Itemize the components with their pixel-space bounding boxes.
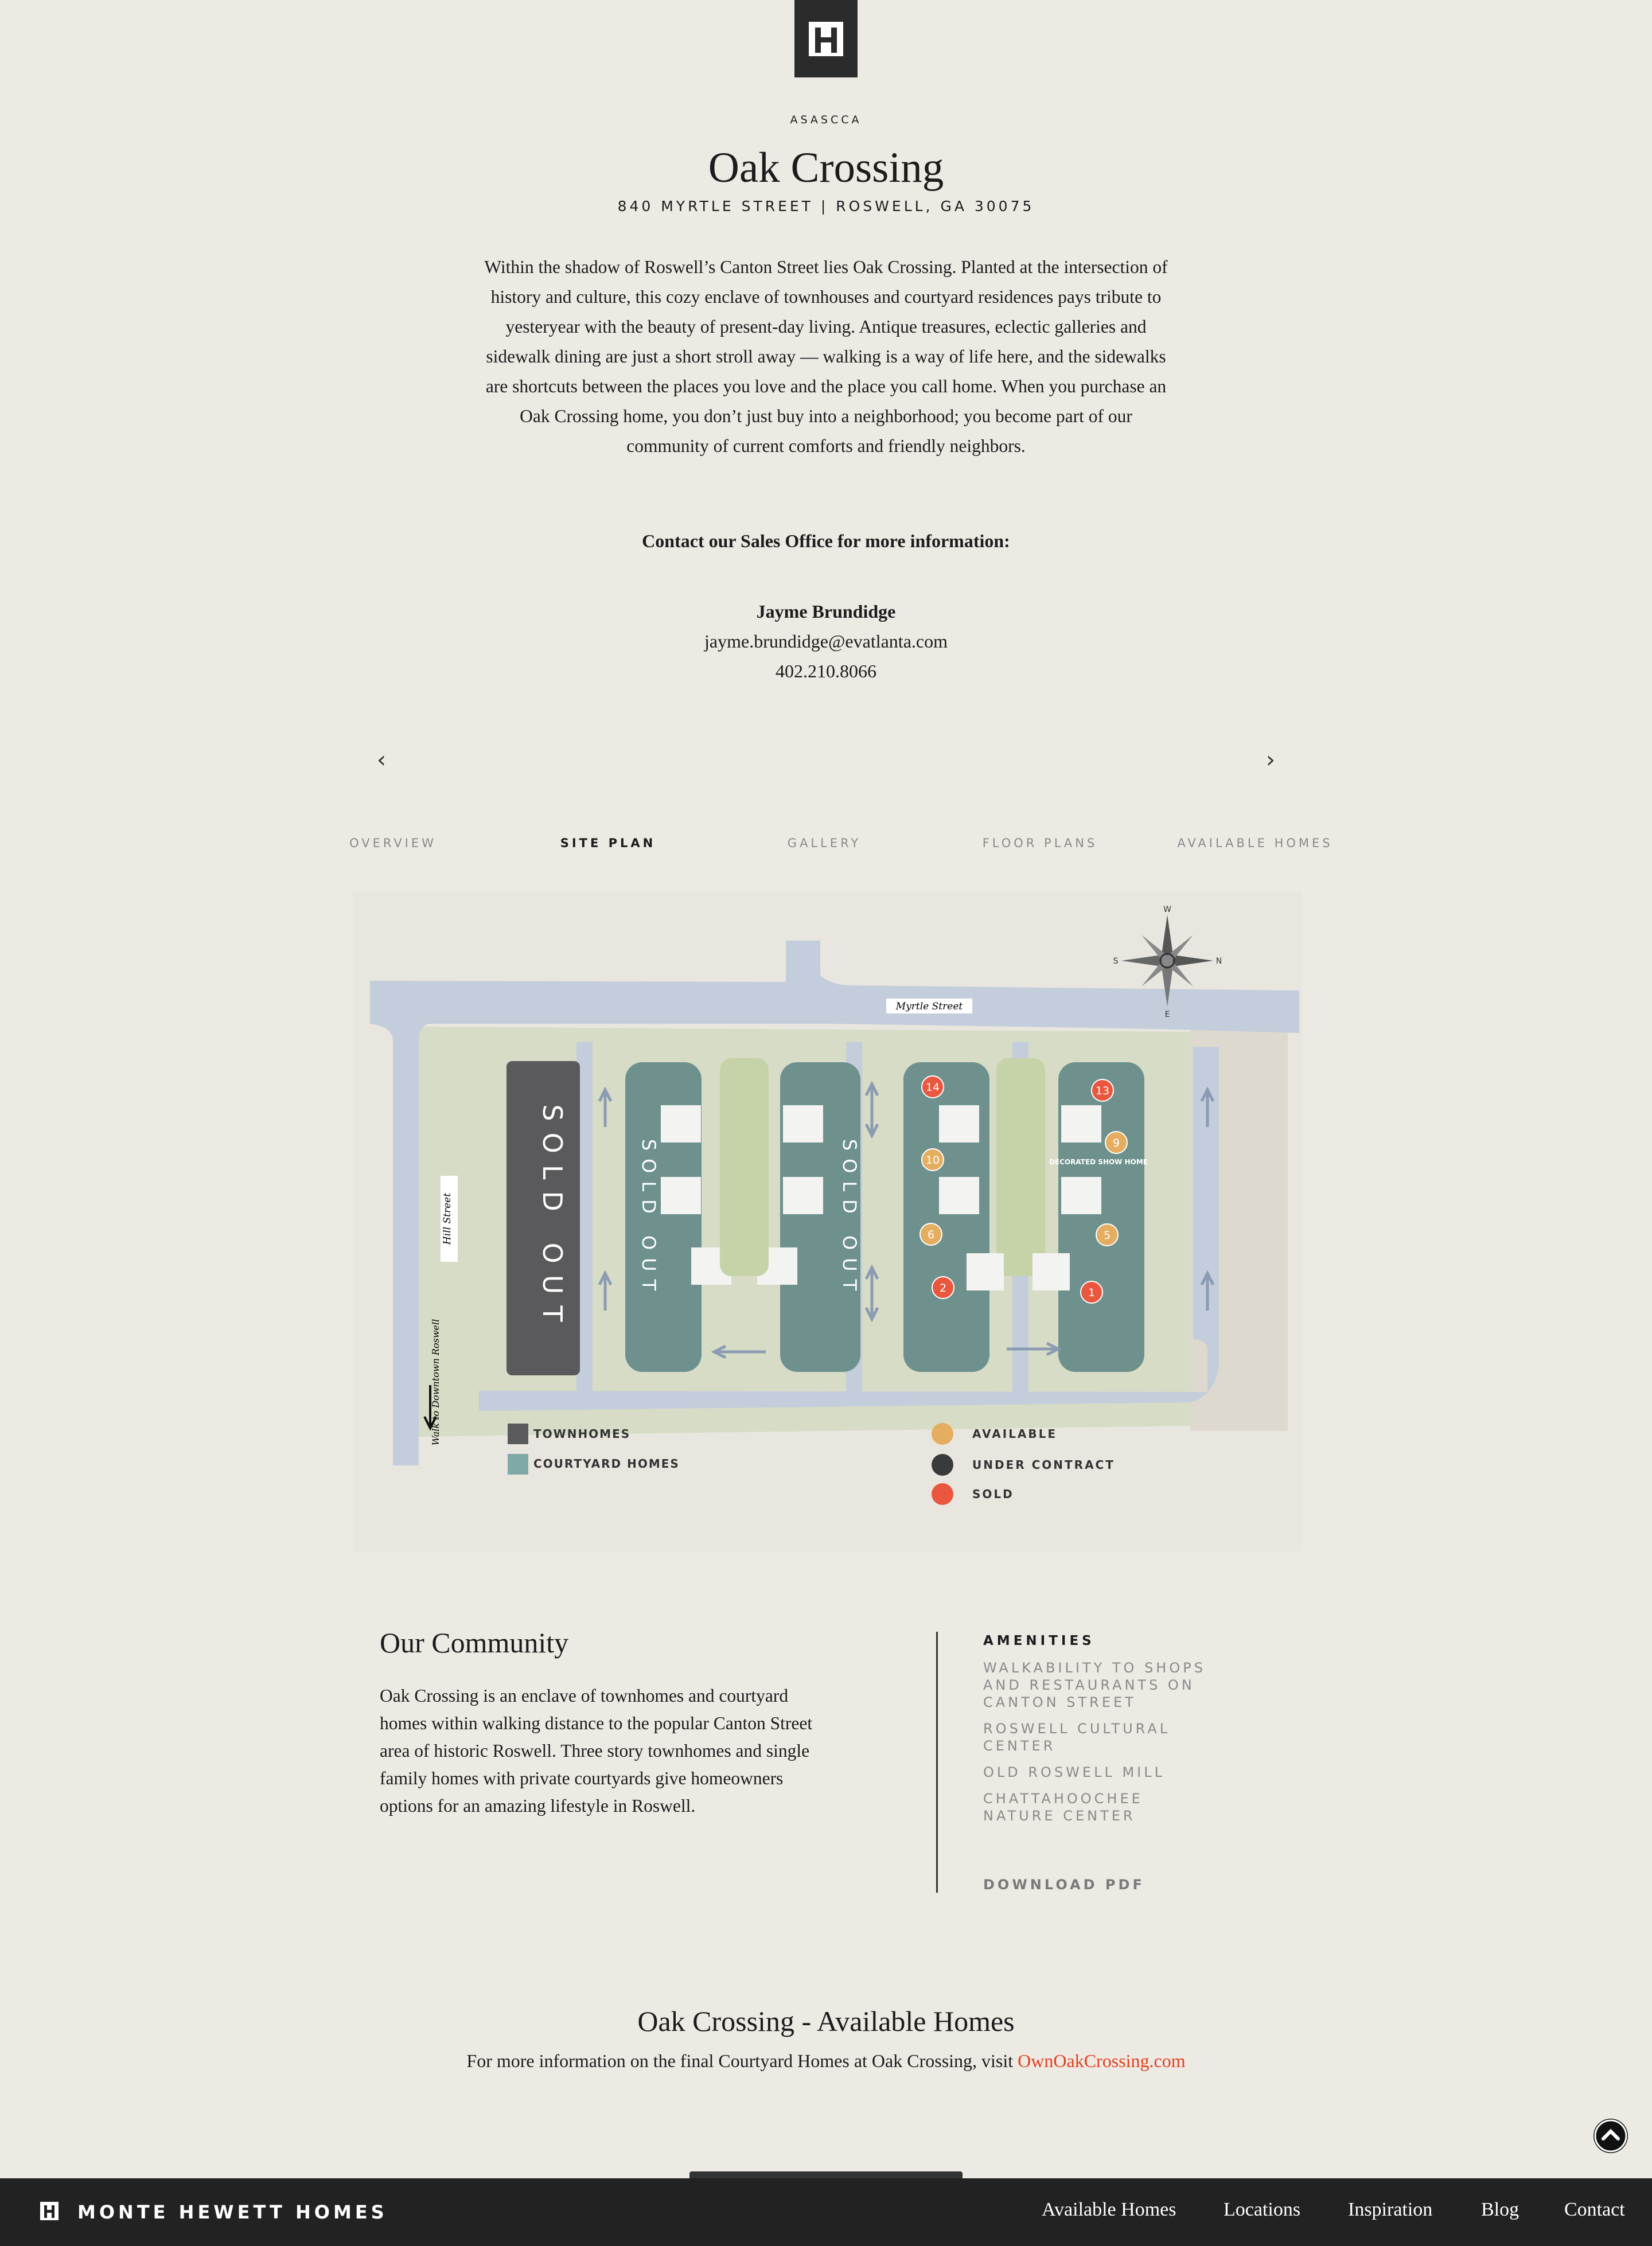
street-label-hill: Hill Street [442,1193,453,1245]
courtyard-patio [661,1105,701,1143]
available-homes-title: Oak Crossing - Available Homes [637,2005,1015,2037]
lot-marker-1[interactable]: 1 [1080,1281,1103,1304]
courtyard-patio [783,1105,823,1143]
footer-nav-contact[interactable]: Contact [1564,2199,1625,2220]
tab-floor-plans[interactable]: FLOOR PLANS [982,836,1098,850]
sold-out-label: SOLD OUT [638,1139,660,1299]
street-myrtle [370,941,1299,1465]
courtyard-patio [1032,1253,1070,1290]
legend-sold: SOLD [932,1483,1014,1505]
available-homes-sentence: For more information on the final Courty… [466,2050,1018,2071]
community-title: Our Community [380,1627,569,1659]
lot-marker-9[interactable]: 9 [1105,1131,1128,1154]
community-brand-label: ASASCCA [790,114,862,126]
svg-text:10: 10 [926,1154,940,1167]
brand-logo[interactable] [794,0,858,77]
svg-text:COURTYARD HOMES: COURTYARD HOMES [533,1457,680,1471]
svg-text:6: 6 [928,1229,934,1241]
svg-text:5: 5 [1104,1229,1111,1242]
tab-site-plan[interactable]: SITE PLAN [560,836,656,850]
lot-marker-14[interactable]: 14 [921,1075,944,1098]
amenities-list: Walkability to shops and restaurants on … [983,1659,1213,1834]
svg-text:W: W [1163,905,1171,914]
lot-marker-2[interactable]: 2 [932,1276,954,1299]
amenity-item: Roswell Cultural Center [983,1721,1171,1754]
tab-gallery[interactable]: GALLERY [787,836,862,850]
green-strip [996,1058,1045,1276]
svg-text:AVAILABLE: AVAILABLE [972,1427,1057,1441]
chevron-left-icon[interactable]: ‹ [377,747,386,773]
svg-text:N: N [1216,957,1222,966]
svg-text:14: 14 [926,1081,940,1094]
community-description: Oak Crossing is an enclave of townhomes … [380,1686,813,1816]
footer-logo-icon[interactable] [40,2202,59,2220]
courtyard-patio [939,1177,979,1214]
footer-nav-inspiration[interactable]: Inspiration [1348,2199,1433,2220]
chevron-right-icon[interactable]: › [1266,747,1275,773]
lot-marker-13[interactable]: 13 [1091,1079,1114,1102]
footer-nav-blog[interactable]: Blog [1481,2199,1519,2220]
lot-marker-5[interactable]: 5 [1096,1223,1119,1246]
scroll-to-top-button[interactable] [1593,2119,1628,2153]
chevron-up-icon [1594,2119,1627,2153]
amenity-item: Chattahoochee Nature Center [983,1791,1143,1824]
contact-heading: Contact our Sales Office for more inform… [642,531,1010,551]
legend-under-contract: UNDER CONTRACT [932,1454,1115,1476]
courtyard-patio [967,1253,1004,1290]
contact-name: Jayme Brundidge [756,601,896,622]
page-title: Oak Crossing [708,144,944,192]
intro-paragraph: Within the shadow of Roswell’s Canton St… [484,257,1168,456]
footer-bar: MONTE HEWETT HOMES Available Homes Locat… [0,2178,1652,2246]
available-homes-text: For more information on the final Courty… [0,2050,1652,2072]
courtyard-patio [1061,1105,1101,1143]
tab-overview[interactable]: OVERVIEW [349,836,437,850]
sold-out-label: SOLD OUT [839,1139,860,1299]
svg-text:SOLD: SOLD [972,1487,1014,1501]
amenity-item: Walkability to shops and restaurants on … [983,1660,1206,1710]
section-divider [936,1632,938,1893]
site-plan-map[interactable]: Myrtle Street Hill Street Walk to Downto… [353,892,1302,1551]
amenity-item: Old Roswell Mill [983,1764,1165,1780]
svg-text:1: 1 [1088,1286,1095,1299]
chat-widget-tab[interactable] [689,2171,963,2178]
legend-courtyard-homes: COURTYARD HOMES [508,1454,680,1475]
lot-marker-6[interactable]: 6 [919,1223,942,1246]
courtyard-patio [661,1177,701,1214]
street-label-bg [886,999,972,1013]
show-home-label: DECORATED SHOW HOME [1049,1158,1148,1166]
svg-text:S: S [1113,957,1119,966]
tab-available-homes[interactable]: AVAILABLE HOMES [1177,836,1333,850]
amenities-heading: AMENITIES [983,1633,1095,1648]
download-pdf-link[interactable]: DOWNLOAD PDF [983,1877,1145,1893]
townhome-block [506,1061,580,1375]
walk-arrow-icon [423,1385,437,1431]
street-label-myrtle: Myrtle Street [895,1001,963,1012]
own-oak-crossing-link[interactable]: OwnOakCrossing.com [1018,2050,1186,2071]
svg-text:13: 13 [1096,1085,1109,1097]
lot-marker-10[interactable]: 10 [921,1148,944,1171]
footer-brand-link[interactable]: MONTE HEWETT HOMES [77,2201,388,2223]
legend-townhomes: TOWNHOMES [508,1424,630,1444]
svg-text:E: E [1165,1010,1170,1019]
courtyard-patio [939,1105,979,1143]
svg-text:9: 9 [1113,1137,1120,1149]
traffic-arrows [598,1081,1215,1359]
contact-email-link[interactable]: jayme.brundidge@evatlanta.com [704,631,948,652]
walk-label: Walk to Downtown Roswell [430,1319,441,1446]
svg-text:UNDER CONTRACT: UNDER CONTRACT [972,1458,1115,1472]
community-address: 840 MYRTLE STREET | ROSWELL, GA 30075 [617,198,1035,215]
green-strip [720,1058,769,1276]
svg-text:TOWNHOMES: TOWNHOMES [533,1427,630,1441]
courtyard-patio [1061,1177,1101,1214]
footer-nav-available-homes[interactable]: Available Homes [1042,2199,1176,2220]
svg-text:2: 2 [940,1282,946,1294]
compass-rose-icon: W E S N [1113,905,1222,1019]
legend-available: AVAILABLE [932,1423,1057,1445]
street-label-bg [441,1176,458,1262]
footer-nav-locations[interactable]: Locations [1224,2199,1301,2220]
logo-mark-icon [809,21,843,56]
sold-out-label: SOLD OUT [537,1104,568,1333]
courtyard-patio [783,1177,823,1214]
contact-phone-link[interactable]: 402.210.8066 [776,661,876,681]
